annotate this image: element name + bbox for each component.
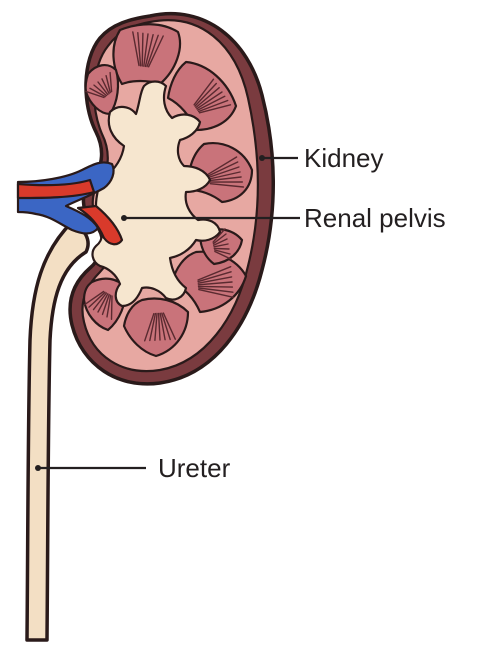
pyramid-streak: [112, 296, 113, 319]
renal-pelvis-leader-dot: [121, 215, 127, 221]
ureter-leader-dot: [35, 465, 41, 471]
kidney-label: Kidney: [304, 143, 384, 173]
ureter-label: Ureter: [158, 453, 231, 483]
renal-pelvis-label: Renal pelvis: [304, 203, 446, 233]
pyramid-streak: [142, 33, 143, 66]
pyramid-streak: [199, 286, 233, 287]
pyramid-streak: [214, 248, 229, 249]
kidney-leader-dot: [259, 155, 265, 161]
